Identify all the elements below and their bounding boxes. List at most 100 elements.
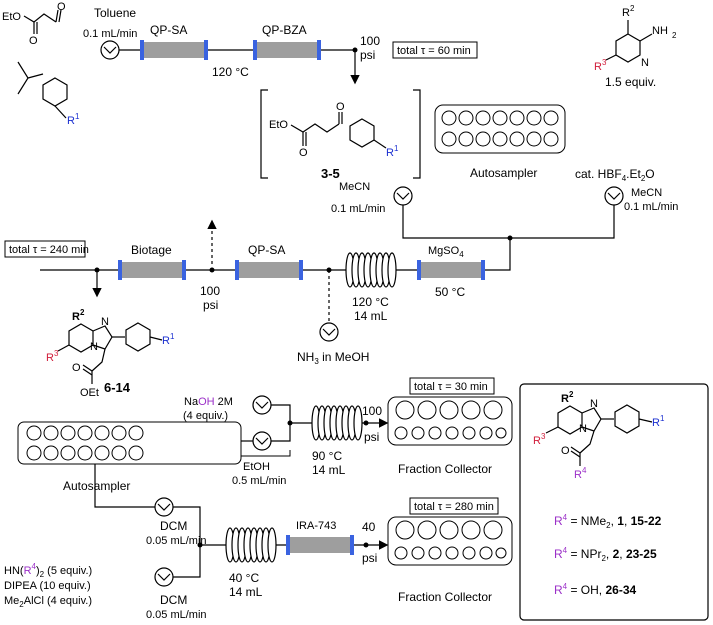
- dcm1-label: DCM: [160, 519, 187, 533]
- legend-structure: R 2 N N R 1 R 3 O R 4: [533, 390, 665, 481]
- ira-743-column: [286, 535, 354, 555]
- coil-reactor-120: [345, 252, 397, 288]
- coil-reactor-40: [225, 527, 277, 563]
- coil-40-vol: 14 mL: [229, 585, 263, 599]
- stage1-pressure-value: 100: [360, 34, 380, 48]
- stage3a-residence-box: [409, 377, 495, 395]
- etoh-label: EtOH: [243, 461, 270, 473]
- toluene-label: Toluene: [94, 6, 136, 20]
- biotage-column: [118, 260, 186, 280]
- svg-text:N: N: [90, 341, 98, 353]
- coil-reactor-90: [311, 405, 363, 441]
- svg-text:3: 3: [54, 349, 59, 358]
- fraction-collector-2-label: Fraction Collector: [398, 590, 492, 604]
- coil-90-temp: 90 °C: [312, 449, 342, 463]
- svg-text:NH3 in MeOH: NH3 in MeOH: [297, 350, 369, 366]
- mgso4-temp: 50 °C: [435, 285, 465, 299]
- svg-text:R: R: [594, 61, 602, 73]
- dcm2-flow: 0.05 mL/min: [146, 609, 207, 621]
- ketone-r1: R: [67, 115, 75, 127]
- fraction-collector-1: [387, 396, 513, 446]
- svg-text:1: 1: [394, 144, 399, 153]
- right-pump-solvent: MeCN: [631, 187, 662, 199]
- ammonia-pump-icon: [319, 322, 339, 342]
- svg-text:N: N: [590, 398, 598, 410]
- product-legend-box: [519, 383, 709, 621]
- aminopyridine-equiv: 1.5 equiv.: [605, 75, 656, 89]
- svg-text:R4 = OH, 26-34: R4 = OH, 26-34: [554, 582, 636, 597]
- autosampler-1-label: Autosampler: [470, 166, 537, 180]
- fraction-collector-1-label: Fraction Collector: [398, 462, 492, 476]
- qp-sa-label-2: QP-SA: [248, 243, 285, 257]
- svg-text:1: 1: [170, 332, 175, 341]
- biotage-label: Biotage: [131, 243, 172, 257]
- stage1-residence: total τ = 60 min: [397, 45, 471, 57]
- naoh-label: NaOH 2M: [184, 396, 233, 408]
- glyoxylate-eto: EtO: [2, 11, 21, 23]
- product-6-14-structure: R 2 N N R 1 R 3 O OEt: [46, 308, 175, 399]
- stage3b-residence-box: [409, 497, 499, 515]
- autosampler-1: [434, 104, 566, 154]
- mgso4-column: [417, 260, 485, 280]
- ira-743-label: IRA-743: [296, 520, 336, 532]
- left-pump-solvent: MeCN: [339, 181, 370, 193]
- stage3b-residence: total τ = 280 min: [414, 501, 494, 513]
- svg-text:3: 3: [541, 432, 546, 441]
- autosampler-2: [17, 421, 242, 465]
- svg-text:4: 4: [582, 466, 587, 475]
- fraction-collector-2: [387, 516, 513, 566]
- svg-text:HN(R4)2 (5 equiv.): HN(R4)2 (5 equiv.): [4, 562, 92, 579]
- stage3b-pressure-value: 40: [362, 520, 376, 534]
- etoh-pump-icon: [252, 431, 272, 451]
- qp-sa-column-2: [235, 260, 303, 280]
- svg-text:R4 = NMe2, 1, 15-22: R4 = NMe2, 1, 15-22: [554, 513, 662, 530]
- legend-row-1: R4 = NMe2, 1, 15-22: [554, 513, 662, 530]
- intermediate-structure: EtO O O R 1: [269, 101, 399, 159]
- svg-text:1: 1: [75, 112, 80, 121]
- stage2-pressure-unit: psi: [203, 298, 218, 312]
- dcm2-label: DCM: [160, 593, 187, 607]
- stage2-residence-box: [4, 240, 86, 258]
- svg-text:N: N: [641, 57, 649, 69]
- svg-text:N: N: [101, 316, 109, 328]
- right-pump-flow: 0.1 mL/min: [624, 201, 678, 213]
- svg-text:N: N: [579, 423, 587, 435]
- svg-text:1: 1: [660, 414, 665, 423]
- svg-text:O: O: [72, 362, 81, 374]
- qp-bza-column: [253, 40, 321, 60]
- mgso4-label: MgSO4: [428, 245, 464, 259]
- ammonia-label: NH3 in MeOH: [297, 350, 369, 366]
- dcm2-pump-icon: [154, 567, 174, 587]
- svg-text:R: R: [533, 435, 541, 447]
- svg-text:R: R: [162, 335, 170, 347]
- svg-text:NH: NH: [652, 25, 668, 37]
- intermediate-label: 3-5: [321, 166, 340, 181]
- left-pump-flow: 0.1 mL/min: [331, 203, 385, 215]
- catalyst-label: cat. HBF4.Et2O: [575, 167, 655, 183]
- legend-row-2: R4 = NPr2, 2, 23-25: [554, 546, 657, 563]
- stage2-residence: total τ = 240 min: [9, 244, 89, 256]
- svg-text:R: R: [386, 147, 394, 159]
- stage3a-pressure-unit: psi: [364, 430, 379, 444]
- stage3a-pressure-value: 100: [362, 404, 382, 418]
- svg-text:O: O: [29, 35, 38, 47]
- svg-text:Me2AlCl (4 equiv.): Me2AlCl (4 equiv.): [4, 595, 92, 609]
- left-pump-icon: [393, 186, 413, 206]
- reagent-list: HN(R4)2 (5 equiv.) DIPEA (10 equiv.) Me2…: [4, 562, 92, 609]
- svg-text:OEt: OEt: [80, 387, 99, 399]
- stage3b-pressure-unit: psi: [362, 551, 377, 565]
- naoh-equiv: (4 equiv.): [183, 410, 228, 422]
- svg-text:2: 2: [80, 308, 85, 317]
- svg-text:2: 2: [672, 31, 677, 40]
- glyoxylate-structure: EtO O O: [2, 1, 66, 47]
- svg-text:3: 3: [602, 58, 607, 67]
- svg-text:O: O: [561, 445, 570, 457]
- coil-120-temp: 120 °C: [352, 295, 389, 309]
- qp-sa-column-1: [140, 40, 208, 60]
- qp-sa-label-1: QP-SA: [150, 23, 187, 37]
- svg-text:cat. HBF4.Et2O: cat. HBF4.Et2O: [575, 167, 655, 183]
- dcm1-pump-icon: [154, 497, 174, 517]
- svg-text:NaOH 2M: NaOH 2M: [184, 396, 233, 408]
- stage1-pressure-unit: psi: [360, 48, 375, 62]
- product-6-14-label: 6-14: [104, 380, 131, 395]
